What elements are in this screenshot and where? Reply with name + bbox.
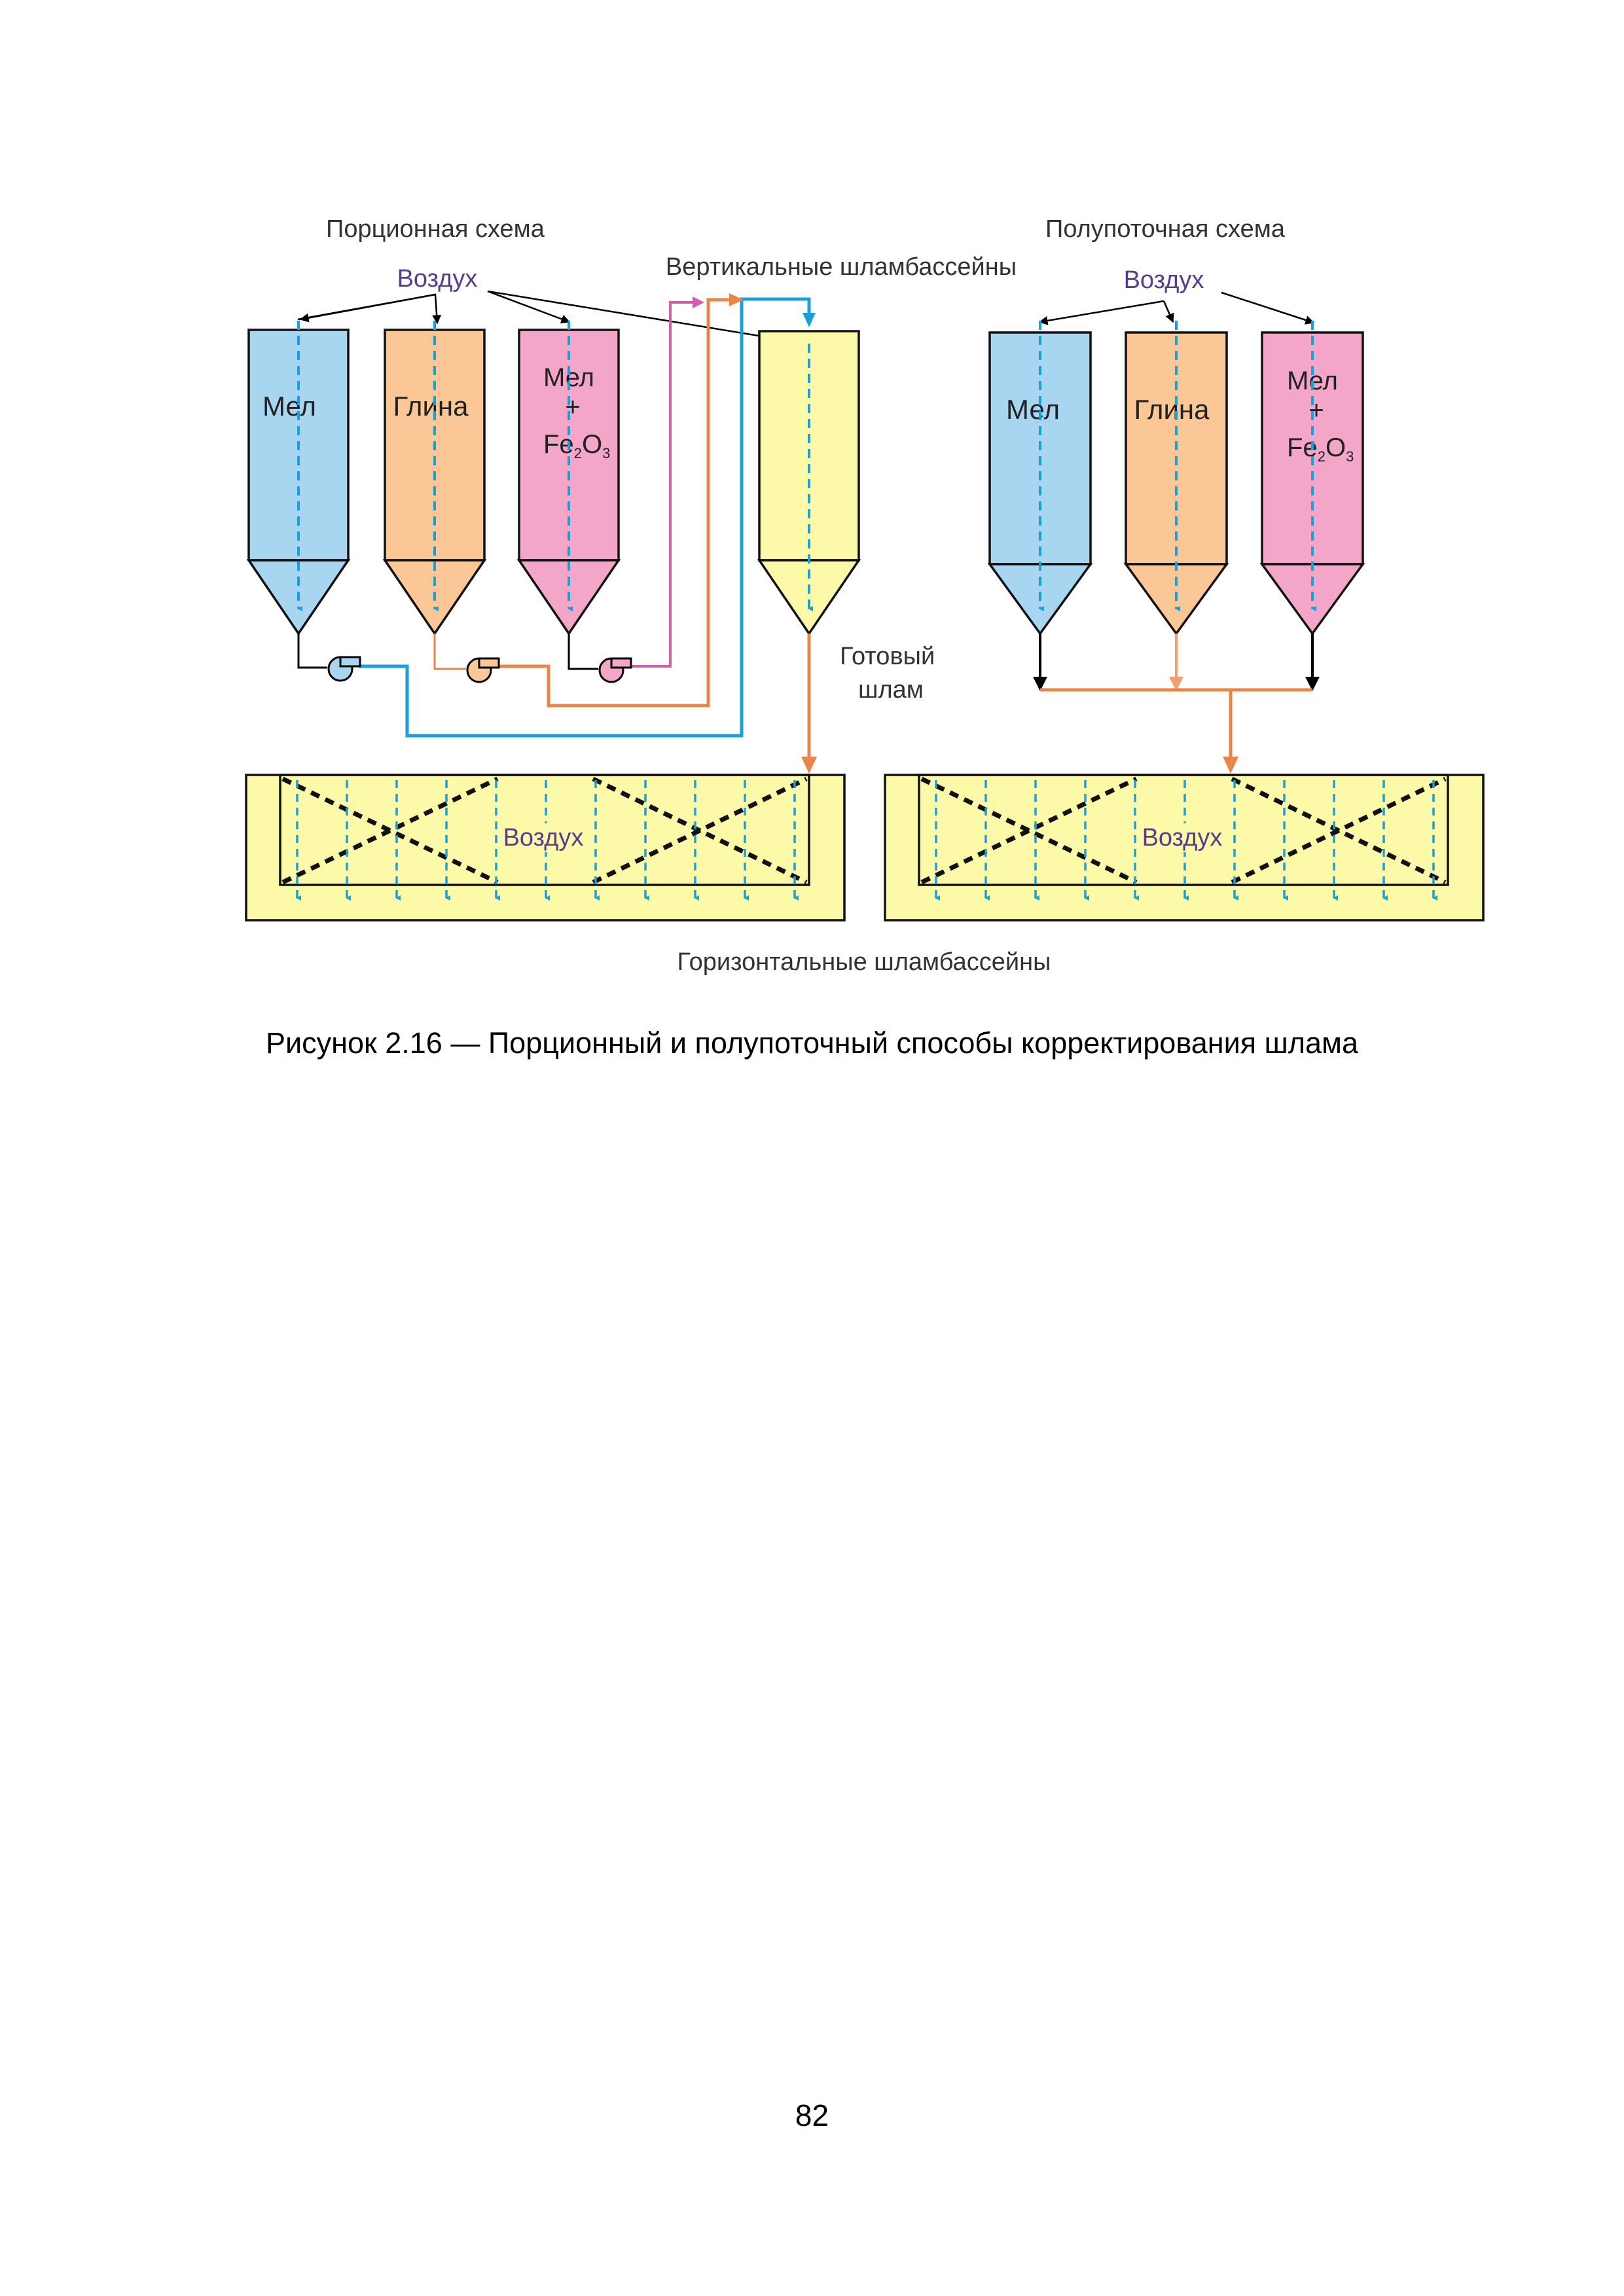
left-silo-clay: Глина — [382, 329, 487, 636]
left-silo-chalk-fe2o3: Мел + Fe2O3 — [516, 329, 621, 636]
silo-air-dashes — [297, 321, 1316, 611]
pump-piping-left — [297, 293, 816, 738]
slurry-correction-diagram: Порционная схема Полупоточная схема Возд… — [245, 215, 1485, 976]
ready-slurry-pipe — [801, 634, 817, 774]
left-scheme-title: Порционная схема — [326, 215, 545, 243]
ready-slurry-label-2: шлам — [858, 676, 924, 704]
pump-icon-pink — [598, 657, 632, 683]
basin-air-label-left: Воздух — [503, 824, 584, 852]
silo-label-mix-plus-right: + — [1308, 396, 1324, 425]
left-air-label: Воздух — [397, 265, 478, 293]
air-pointer-lines — [297, 290, 1315, 348]
right-air-label: Воздух — [1124, 266, 1204, 294]
silo-label-chalk: Мел — [262, 391, 316, 422]
horizontal-basin-left: Воздух — [245, 774, 846, 922]
silo-label-clay: Глина — [393, 391, 469, 422]
figure-caption: Рисунок 2.16 — Порционный и полупоточный… — [266, 1026, 1358, 1060]
right-silo-chalk: Мел — [987, 331, 1093, 636]
silo-label-clay-right: Глина — [1134, 394, 1210, 425]
ready-slurry-label-1: Готовый — [840, 643, 935, 670]
right-silo-clay: Глина — [1123, 331, 1229, 636]
pump-icon-orange — [466, 657, 500, 683]
vertical-basins-label: Вертикальные шламбассейны — [666, 253, 1017, 281]
right-silo-chalk-fe2o3: Мел + Fe2O3 — [1259, 331, 1365, 636]
basin-air-label-right: Воздух — [1142, 824, 1223, 852]
horizontal-basins-label: Горизонтальные шламбассейны — [677, 948, 1051, 976]
horizontal-basin-right: Воздух — [884, 774, 1485, 922]
vertical-slurry-basin — [757, 330, 861, 636]
left-silo-chalk: Мел — [246, 329, 351, 636]
page-number: 82 — [795, 2098, 829, 2132]
pump-piping-right — [1033, 634, 1320, 774]
silo-label-chalk-right: Мел — [1006, 394, 1060, 425]
right-scheme-title: Полупоточная схема — [1045, 215, 1286, 243]
pump-icon-blue — [327, 656, 361, 682]
silo-label-mix-plus: + — [565, 393, 580, 422]
